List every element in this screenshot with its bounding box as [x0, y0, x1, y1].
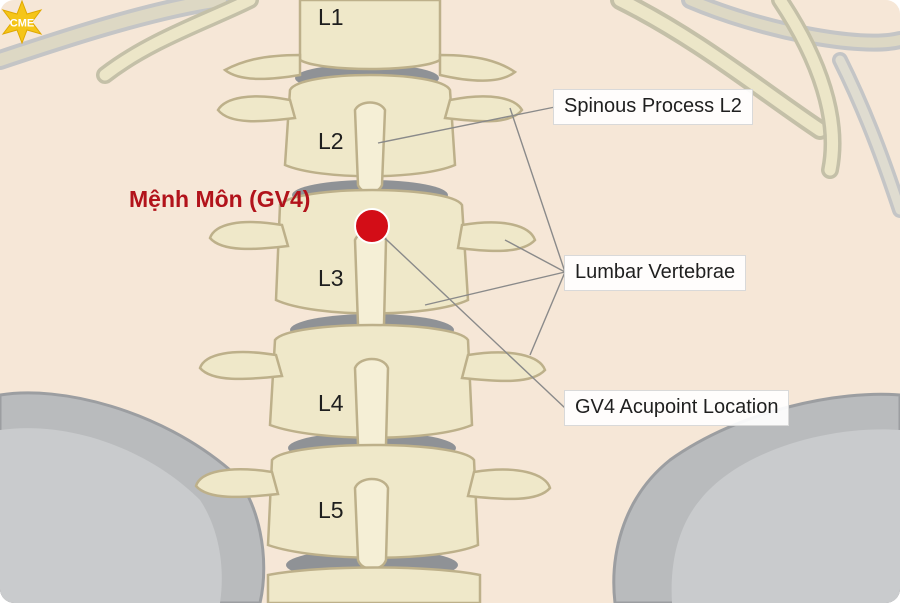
leader-lumbar-3 — [424, 271, 566, 306]
label-l4: L4 — [318, 390, 344, 416]
label-l3: L3 — [318, 265, 344, 291]
vertebra-l4 — [198, 323, 547, 456]
vertebra-l1 — [222, 0, 518, 82]
callout-lumbar-vertebrae: Lumbar Vertebrae — [564, 255, 747, 291]
leader-lumbar-2 — [504, 239, 566, 273]
label-l2: L2 — [318, 128, 344, 154]
logo-text: CME — [10, 18, 34, 30]
callout-gv4-location: GV4 Acupoint Location — [564, 390, 790, 426]
vertebra-l3 — [208, 188, 537, 336]
pelvis — [0, 391, 900, 603]
callout-spinous-process: Spinous Process L2 — [553, 89, 753, 125]
gv4-acupoint-dot[interactable] — [354, 208, 390, 244]
cme-logo-icon: CME — [1, 0, 43, 44]
ribs — [0, 0, 900, 218]
vertebra-l2 — [216, 73, 524, 194]
acupoint-label: Mệnh Môn (GV4) — [129, 186, 311, 212]
leader-lines — [371, 106, 566, 409]
leader-lumbar-1 — [509, 107, 566, 273]
leader-spinous-process — [377, 106, 556, 144]
leader-lumbar-4 — [529, 271, 566, 356]
vertebrae — [194, 0, 552, 603]
label-l1: L1 — [318, 4, 344, 30]
label-l5: L5 — [318, 497, 344, 523]
leader-gv4 — [371, 225, 566, 409]
vertebra-l5 — [194, 443, 552, 571]
